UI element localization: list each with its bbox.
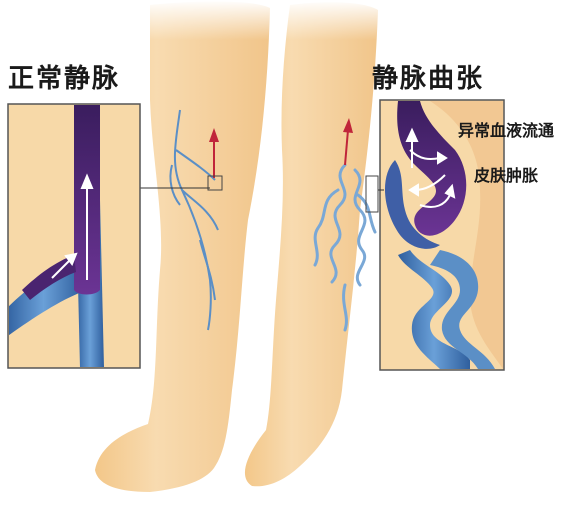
normal-vein-inset (5, 104, 140, 368)
varicose-vein-title: 静脉曲张 (372, 58, 484, 95)
normal-vein-title: 正常静脉 (8, 58, 120, 95)
abnormal-flow-label: 异常血液流通 (458, 117, 554, 141)
skin-swelling-label: 皮肤肿胀 (474, 162, 538, 186)
